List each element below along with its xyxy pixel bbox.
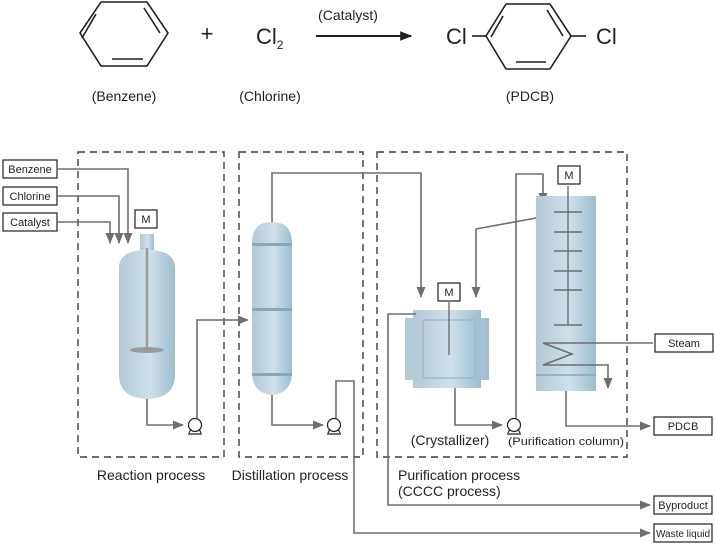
pdcb-right-cl: Cl xyxy=(596,24,617,49)
chlorine-feed-line xyxy=(57,195,124,245)
pdcb-left-cl: Cl xyxy=(446,24,467,49)
svg-text:Waste liquid: Waste liquid xyxy=(656,529,710,540)
benzene-label: (Benzene) xyxy=(92,88,157,104)
reaction-process-label: Reaction process xyxy=(97,467,205,483)
benzene-input: Benzene xyxy=(2,159,58,179)
distillation-bottom-line xyxy=(271,395,325,430)
catalyst-input: Catalyst xyxy=(2,212,58,232)
reactor-vessel xyxy=(119,234,175,399)
byproduct-output: Byproduct xyxy=(653,495,713,515)
steam-coil-line xyxy=(542,342,653,390)
svg-text:Catalyst: Catalyst xyxy=(10,217,50,229)
crystallizer-motor: M xyxy=(437,282,461,302)
svg-text:Byproduct: Byproduct xyxy=(658,500,708,512)
waste-liquid-line xyxy=(335,380,652,538)
pump-2-icon xyxy=(326,417,342,435)
pdcb-output: PDCB xyxy=(653,416,713,436)
reactor-motor: M xyxy=(134,209,158,229)
benzene-structure-icon xyxy=(79,1,169,67)
purification-process-label: Purification process xyxy=(398,467,520,483)
chlorine-label: (Chlorine) xyxy=(239,88,300,104)
pdcb-structure-icon xyxy=(472,3,586,70)
svg-text:M: M xyxy=(444,287,453,299)
column-recycle-line xyxy=(471,217,537,299)
svg-text:M: M xyxy=(141,214,150,226)
chlorine-input: Chlorine xyxy=(2,186,58,206)
crystallizer-vessel xyxy=(405,302,489,388)
svg-text:PDCB: PDCB xyxy=(668,421,699,433)
column-motor: M xyxy=(557,165,581,185)
distillation-section-box xyxy=(238,151,364,458)
benzene-feed-line xyxy=(57,168,133,245)
distillation-feed-line xyxy=(196,315,250,418)
reactor-outlet-line xyxy=(146,399,185,430)
purification-column xyxy=(536,186,596,391)
purification-column-label: (Purification column) xyxy=(508,436,624,448)
crystallizer-label: (Crystallizer) xyxy=(411,432,490,448)
purification-section-box xyxy=(376,151,628,458)
catalyst-condition-label: (Catalyst) xyxy=(318,7,378,23)
pump-3-icon xyxy=(506,417,522,435)
column-feed-line xyxy=(515,173,548,418)
svg-text:M: M xyxy=(564,170,573,182)
pdcb-product-line xyxy=(565,391,652,431)
plus-sign: + xyxy=(201,21,214,46)
distillation-process-label: Distillation process xyxy=(232,467,349,483)
cccc-process-label: (CCCC process) xyxy=(398,483,501,499)
svg-text:Chlorine: Chlorine xyxy=(10,191,51,203)
svg-text:Benzene: Benzene xyxy=(8,164,51,176)
waste-liquid-output: Waste liquid xyxy=(653,523,713,543)
distillation-column xyxy=(252,222,292,395)
steam-input: Steam xyxy=(654,333,714,353)
distillate-line xyxy=(271,172,426,299)
byproduct-line xyxy=(387,313,652,510)
chlorine-formula: Cl2 xyxy=(256,24,284,52)
reaction-section-box xyxy=(77,151,225,458)
svg-text:Steam: Steam xyxy=(668,338,700,350)
crystallizer-outlet-line xyxy=(454,388,504,430)
catalyst-feed-line xyxy=(57,221,115,245)
pdcb-label: (PDCB) xyxy=(506,88,554,104)
pump-1-icon xyxy=(187,417,203,435)
